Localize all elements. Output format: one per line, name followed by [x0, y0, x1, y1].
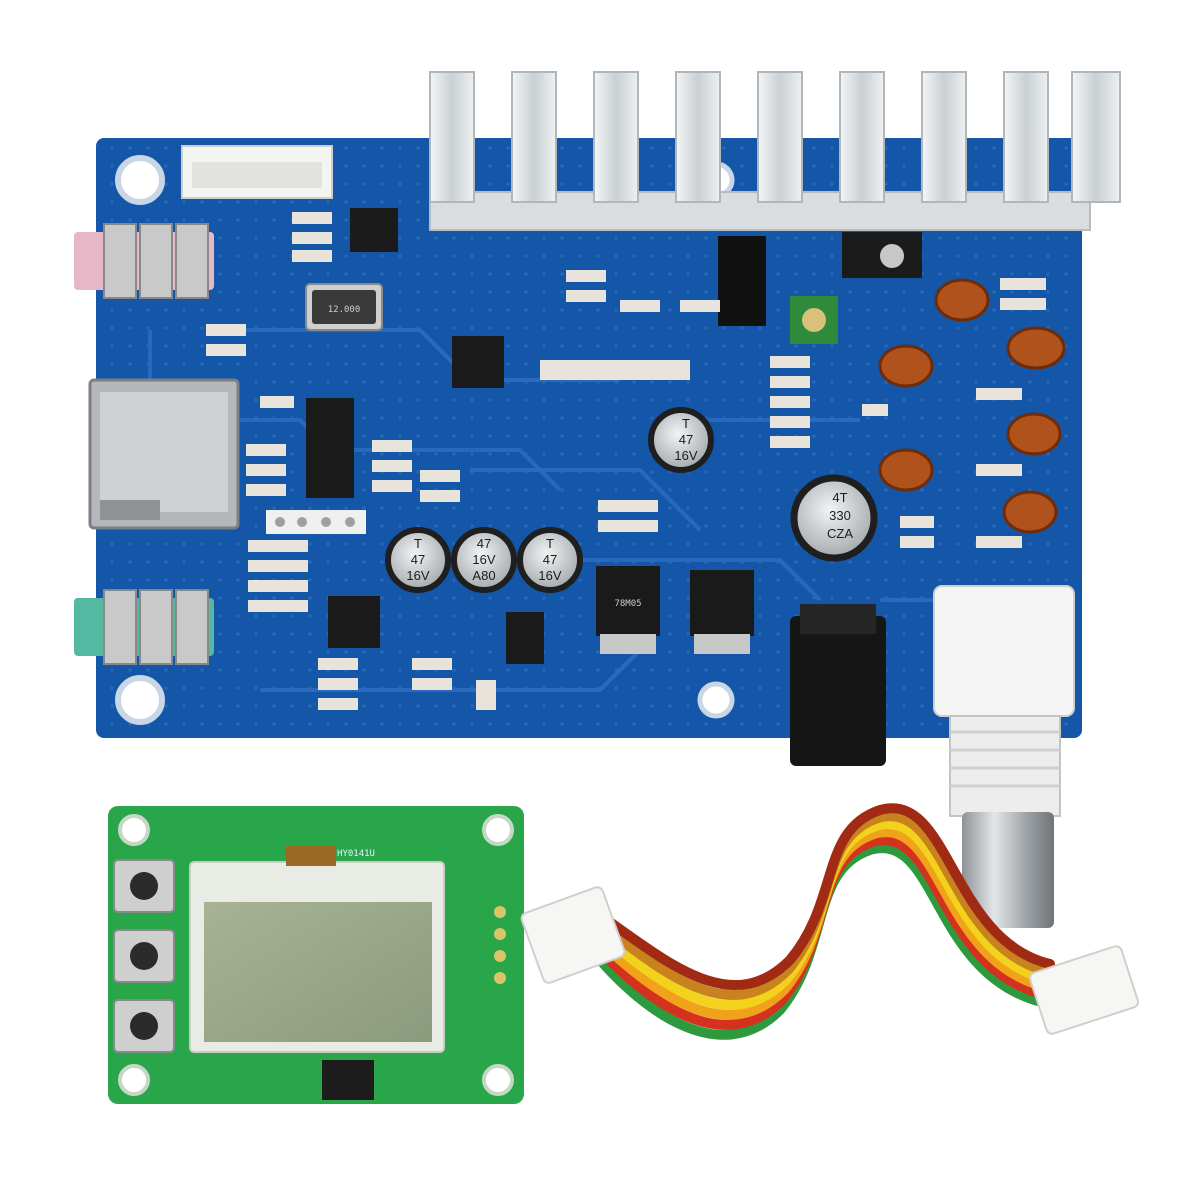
- button-down[interactable]: [113, 999, 175, 1053]
- svg-text:T: T: [546, 536, 554, 551]
- lcd-screen: [204, 902, 432, 1042]
- svg-text:16V: 16V: [674, 448, 697, 463]
- button-middle[interactable]: [113, 929, 175, 983]
- svg-text:4T: 4T: [832, 490, 847, 505]
- capacitor-3: 47 16V A80: [451, 527, 517, 593]
- bnc-connector: [933, 585, 1075, 928]
- capacitor-big: 4T 330 CZA: [790, 474, 878, 562]
- aluminum-heatsink: [429, 71, 1121, 231]
- svg-text:47: 47: [477, 536, 491, 551]
- svg-text:A80: A80: [472, 568, 495, 583]
- svg-text:16V: 16V: [538, 568, 561, 583]
- jst-header-top: [181, 145, 333, 199]
- regulator-marking: 78M05: [614, 599, 641, 609]
- electrolytic-capacitors: T 47 16V T 47 16V 47 16V A80 T 47 16V: [385, 407, 878, 593]
- svg-text:47: 47: [411, 552, 425, 567]
- lcd-mounting-holes: [118, 814, 514, 1096]
- lcd-header-pins: [494, 906, 506, 984]
- sd-card-slot: [88, 378, 240, 530]
- mounting-holes: [115, 155, 735, 725]
- pin-header: [266, 510, 366, 534]
- tactile-buttons: [113, 859, 175, 1053]
- crystal-marking: 12.000: [328, 305, 361, 315]
- ribbon-cable: [585, 803, 1055, 1040]
- audio-jack-pink: [74, 223, 214, 299]
- dc-power-jack: [790, 604, 886, 766]
- lcd-board: HY0141U: [108, 806, 524, 1104]
- ic-chips: [306, 208, 922, 664]
- cable-connector-right: [1029, 945, 1139, 1035]
- svg-text:CZA: CZA: [827, 526, 853, 541]
- svg-text:T: T: [682, 416, 690, 431]
- capacitor-1: T 47 16V: [648, 407, 714, 473]
- svg-text:16V: 16V: [472, 552, 495, 567]
- voltage-regulators: 78M05: [596, 566, 754, 654]
- svg-text:T: T: [414, 536, 422, 551]
- lcd-flex-cable: [286, 846, 336, 866]
- button-up[interactable]: [113, 859, 175, 913]
- main-board: 12.000: [74, 138, 1082, 766]
- lcd-driver-ic: [322, 1060, 374, 1100]
- trimmer-potentiometer: [790, 296, 838, 344]
- crystal-oscillator: 12.000: [305, 283, 383, 331]
- rf-coils: [878, 278, 1066, 534]
- capacitor-2: T 47 16V: [385, 527, 451, 593]
- smd-components: [206, 212, 1046, 710]
- svg-text:47: 47: [543, 552, 557, 567]
- audio-jack-green: [74, 589, 214, 665]
- capacitor-4: T 47 16V: [517, 527, 583, 593]
- svg-text:16V: 16V: [406, 568, 429, 583]
- lcd-part-marking: HY0141U: [337, 849, 375, 859]
- svg-text:330: 330: [829, 508, 851, 523]
- svg-text:47: 47: [679, 432, 693, 447]
- cable-connector-left: [520, 886, 626, 984]
